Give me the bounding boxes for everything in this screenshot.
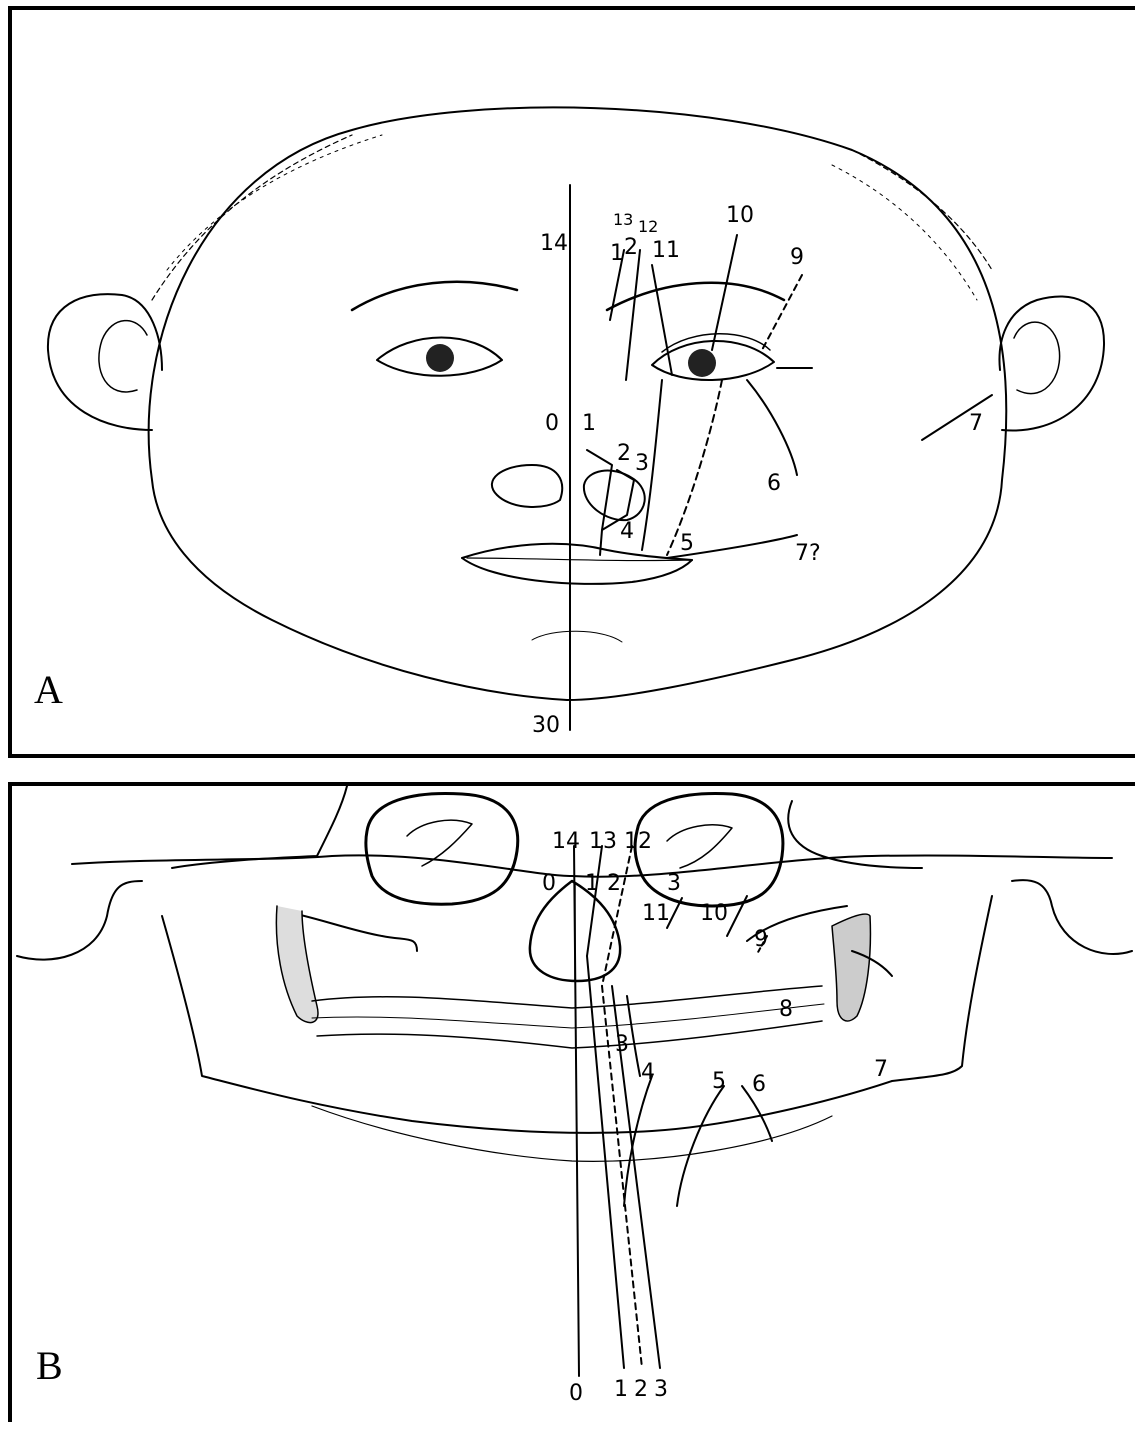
- cleft-line-5: [667, 380, 722, 555]
- chin-curve: [532, 631, 622, 642]
- left-ear: [48, 294, 162, 430]
- left-skull-side: [17, 881, 142, 960]
- b-label-10: 10: [700, 901, 728, 926]
- lower-teeth-row: [317, 1021, 822, 1048]
- label-14: 14: [540, 231, 568, 256]
- cleft-line-9: [762, 275, 802, 350]
- label-30: 30: [532, 713, 560, 738]
- label-2-top: 2: [624, 235, 638, 260]
- label-11: 11: [652, 238, 680, 263]
- b-label-11: 11: [642, 901, 670, 926]
- left-ramus: [276, 906, 318, 1023]
- cleft-line-6: [747, 380, 797, 475]
- left-iris: [426, 344, 454, 372]
- b-label-1-bot: 1: [614, 1377, 628, 1402]
- label-3: 3: [635, 451, 649, 476]
- right-orbit-inner: [667, 825, 732, 868]
- b-label-1-top: 1: [585, 871, 599, 896]
- b-line-13-1: [587, 846, 602, 956]
- lip-line: [467, 558, 690, 561]
- nose-right-ala: [584, 471, 645, 521]
- b-label-9: 9: [754, 927, 768, 952]
- right-iris: [688, 349, 716, 377]
- hair-line: [152, 135, 352, 300]
- panel-letter-b: B: [36, 1346, 63, 1386]
- left-zygoma: [172, 786, 347, 868]
- left-eyebrow: [352, 282, 517, 310]
- b-label-3-top: 3: [667, 871, 681, 896]
- panel-letter-a: A: [34, 670, 63, 710]
- label-2: 2: [617, 441, 631, 466]
- label-5: 5: [680, 531, 694, 556]
- label-4: 4: [620, 519, 634, 544]
- b-label-12: 12: [624, 829, 652, 854]
- cleft-line-10: [712, 235, 737, 350]
- label-10: 10: [726, 203, 754, 228]
- b-line-5: [677, 1086, 724, 1206]
- left-orbit: [366, 793, 518, 904]
- right-zygoma: [788, 801, 922, 868]
- left-ear-inner: [99, 321, 147, 392]
- skull-drawing: 14 13 12 0 1 2 3 11 10 9 8 7 3 4 5 6 0 1…: [12, 786, 1135, 1426]
- upper-teeth-row: [312, 986, 822, 1008]
- right-ramus: [832, 914, 870, 1021]
- label-9: 9: [790, 245, 804, 270]
- right-ear-inner: [1014, 322, 1060, 393]
- cleft-line-4b: [600, 530, 602, 555]
- b-label-3-bot: 3: [654, 1377, 668, 1402]
- b-label-6: 6: [752, 1072, 766, 1097]
- label-7q: 7?: [795, 541, 821, 566]
- cleft-line-2: [626, 250, 640, 380]
- lower-lip: [462, 558, 692, 584]
- label-6: 6: [767, 471, 781, 496]
- b-label-13: 13: [589, 829, 617, 854]
- nose-left-ala: [492, 465, 562, 507]
- upper-lip: [462, 544, 692, 560]
- label-1: 1: [582, 411, 596, 436]
- b-line-0: [574, 846, 579, 1376]
- b-label-7: 7: [874, 1057, 888, 1082]
- right-ear: [999, 296, 1104, 430]
- head-outline: [149, 107, 1007, 700]
- label-0: 0: [545, 411, 559, 436]
- label-12: 12: [638, 217, 658, 236]
- cleft-line-11: [652, 265, 672, 375]
- panel-a-face: 14 13 12 1 2 11 10 9 7 0 1 2 3 4 5 6 7? …: [8, 6, 1135, 758]
- b-label-2-bot: 2: [634, 1377, 648, 1402]
- label-1-top: 1: [610, 241, 624, 266]
- hair-line: [832, 165, 977, 300]
- right-orbit: [635, 793, 783, 906]
- b-line-10: [727, 896, 747, 936]
- label-7: 7: [969, 411, 983, 436]
- b-label-14: 14: [552, 829, 580, 854]
- b-label-8: 8: [779, 997, 793, 1022]
- right-skull-side: [1012, 880, 1132, 954]
- panel-b-skull: 14 13 12 0 1 2 3 11 10 9 8 7 3 4 5 6 0 1…: [8, 782, 1135, 1422]
- b-label-3: 3: [615, 1032, 629, 1057]
- b-label-5: 5: [712, 1069, 726, 1094]
- b-line-1-low: [587, 956, 624, 1368]
- b-label-4: 4: [641, 1060, 655, 1085]
- b-label-0-top: 0: [542, 871, 556, 896]
- b-label-0-bot: 0: [569, 1381, 583, 1406]
- b-label-2-top: 2: [607, 871, 621, 896]
- label-13: 13: [613, 210, 633, 229]
- face-drawing: 14 13 12 1 2 11 10 9 7 0 1 2 3 4 5 6 7? …: [12, 10, 1135, 762]
